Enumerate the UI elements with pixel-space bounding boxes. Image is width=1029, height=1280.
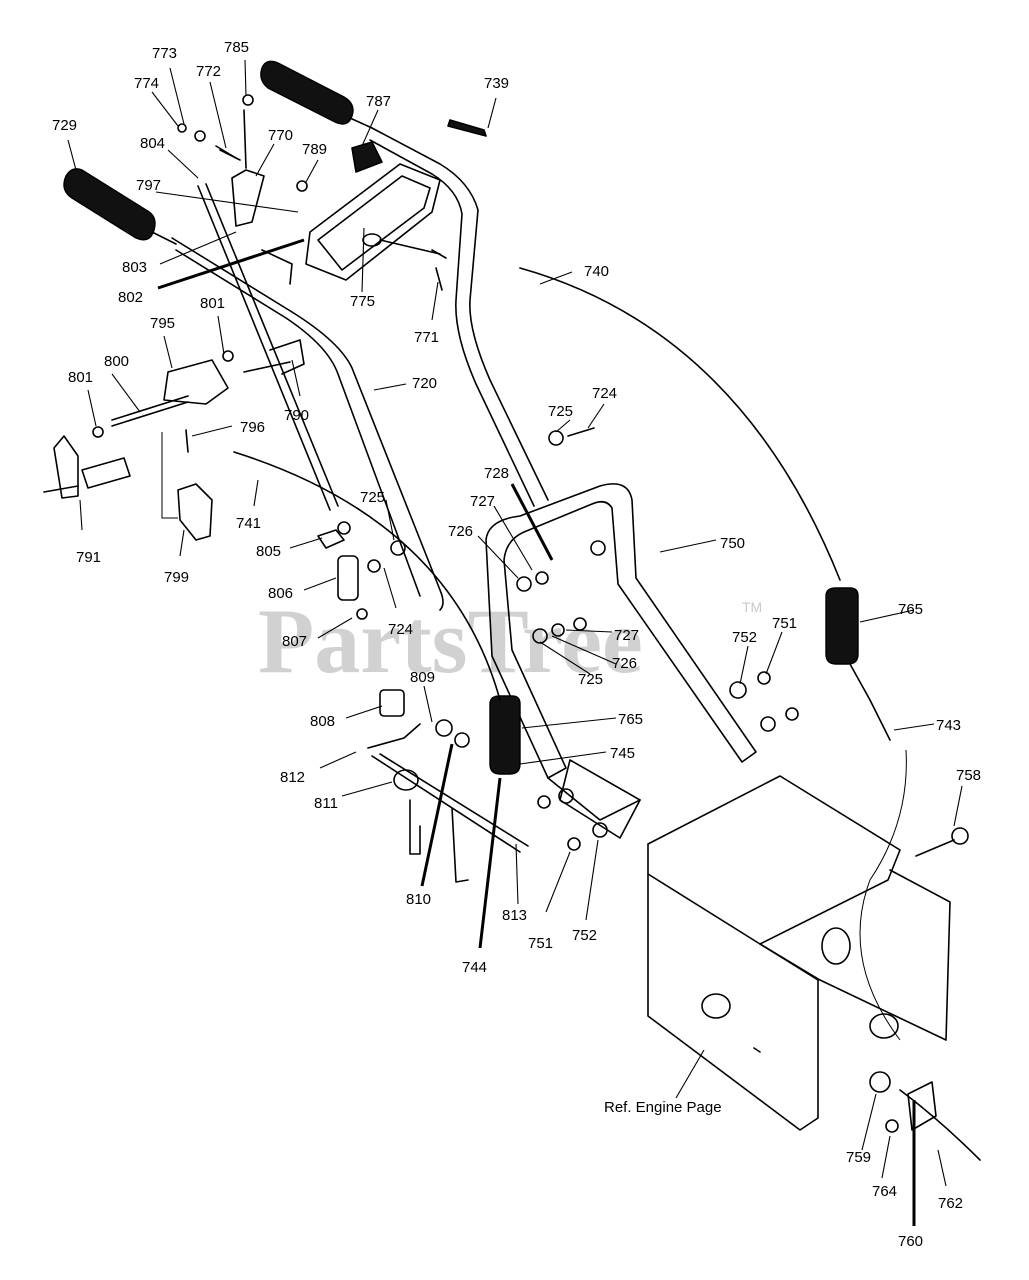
- label-750: 750: [720, 535, 745, 552]
- label-770: 770: [268, 127, 293, 144]
- handle-grip-right: [260, 60, 373, 129]
- handle-grip-left: [63, 168, 177, 245]
- label-758: 758: [956, 767, 981, 784]
- label-803: 803: [122, 259, 147, 276]
- label-741: 741: [236, 515, 261, 532]
- label-725: 725: [548, 403, 573, 420]
- label-808: 808: [310, 713, 335, 730]
- label-810: 810: [406, 891, 431, 908]
- label-812: 812: [280, 769, 305, 786]
- label-727: 727: [470, 493, 495, 510]
- label-797: 797: [136, 177, 161, 194]
- label-765b: 765: [618, 711, 643, 728]
- label-813: 813: [502, 907, 527, 924]
- label-811: 811: [314, 795, 338, 812]
- label-809: 809: [410, 669, 435, 686]
- fasteners: [92, 94, 969, 1133]
- watermark-tm: TM: [742, 599, 762, 615]
- label-727b: 727: [614, 627, 639, 644]
- label-799: 799: [164, 569, 189, 586]
- label-726: 726: [448, 523, 473, 540]
- label-801b: 801: [68, 369, 93, 386]
- label-720: 720: [412, 375, 437, 392]
- part-labels: 773 785 774 772 729 804 770 789 787 739 …: [52, 39, 981, 1250]
- label-795: 795: [150, 315, 175, 332]
- label-805: 805: [256, 543, 281, 560]
- label-804: 804: [140, 135, 165, 152]
- label-760: 760: [898, 1233, 923, 1250]
- label-771: 771: [414, 329, 439, 346]
- label-806: 806: [268, 585, 293, 602]
- label-801: 801: [200, 295, 225, 312]
- label-773: 773: [152, 45, 177, 62]
- label-774: 774: [134, 75, 159, 92]
- control-panel: [305, 141, 447, 281]
- label-800: 800: [104, 353, 129, 370]
- label-743: 743: [936, 717, 961, 734]
- left-bracket-assembly: [43, 359, 229, 541]
- label-751b: 751: [528, 935, 553, 952]
- label-791: 791: [76, 549, 101, 566]
- label-752: 752: [732, 629, 757, 646]
- label-802: 802: [118, 289, 143, 306]
- label-772: 772: [196, 63, 221, 80]
- label-744: 744: [462, 959, 487, 976]
- label-728: 728: [484, 465, 509, 482]
- label-752b: 752: [572, 927, 597, 944]
- lever-assembly: [197, 109, 339, 511]
- label-724: 724: [592, 385, 617, 402]
- label-787: 787: [366, 93, 391, 110]
- watermark: PartsTree: [258, 590, 643, 692]
- label-740: 740: [584, 263, 609, 280]
- label-745: 745: [610, 745, 635, 762]
- label-759: 759: [846, 1149, 871, 1166]
- upper-handle: [171, 127, 549, 611]
- shift-rod-assembly: [317, 529, 529, 883]
- lower-handle-panel: [485, 483, 757, 839]
- label-796: 796: [240, 419, 265, 436]
- label-762: 762: [938, 1195, 963, 1212]
- label-725b: 725: [360, 489, 385, 506]
- label-751: 751: [772, 615, 797, 632]
- label-764: 764: [872, 1183, 897, 1200]
- label-789: 789: [302, 141, 327, 158]
- leader-lines: [67, 59, 963, 1226]
- label-765: 765: [898, 601, 923, 618]
- label-724b: 724: [388, 621, 413, 638]
- label-729: 729: [52, 117, 77, 134]
- spring-upper: [825, 587, 859, 665]
- reference-note: Ref. Engine Page: [604, 1099, 722, 1116]
- engine-mount-frame: [647, 775, 951, 1131]
- spring-lower: [489, 695, 521, 775]
- label-775: 775: [350, 293, 375, 310]
- label-807: 807: [282, 633, 307, 650]
- label-725c: 725: [578, 671, 603, 688]
- label-785: 785: [224, 39, 249, 56]
- label-726b: 726: [612, 655, 637, 672]
- label-739: 739: [484, 75, 509, 92]
- label-790: 790: [284, 407, 309, 424]
